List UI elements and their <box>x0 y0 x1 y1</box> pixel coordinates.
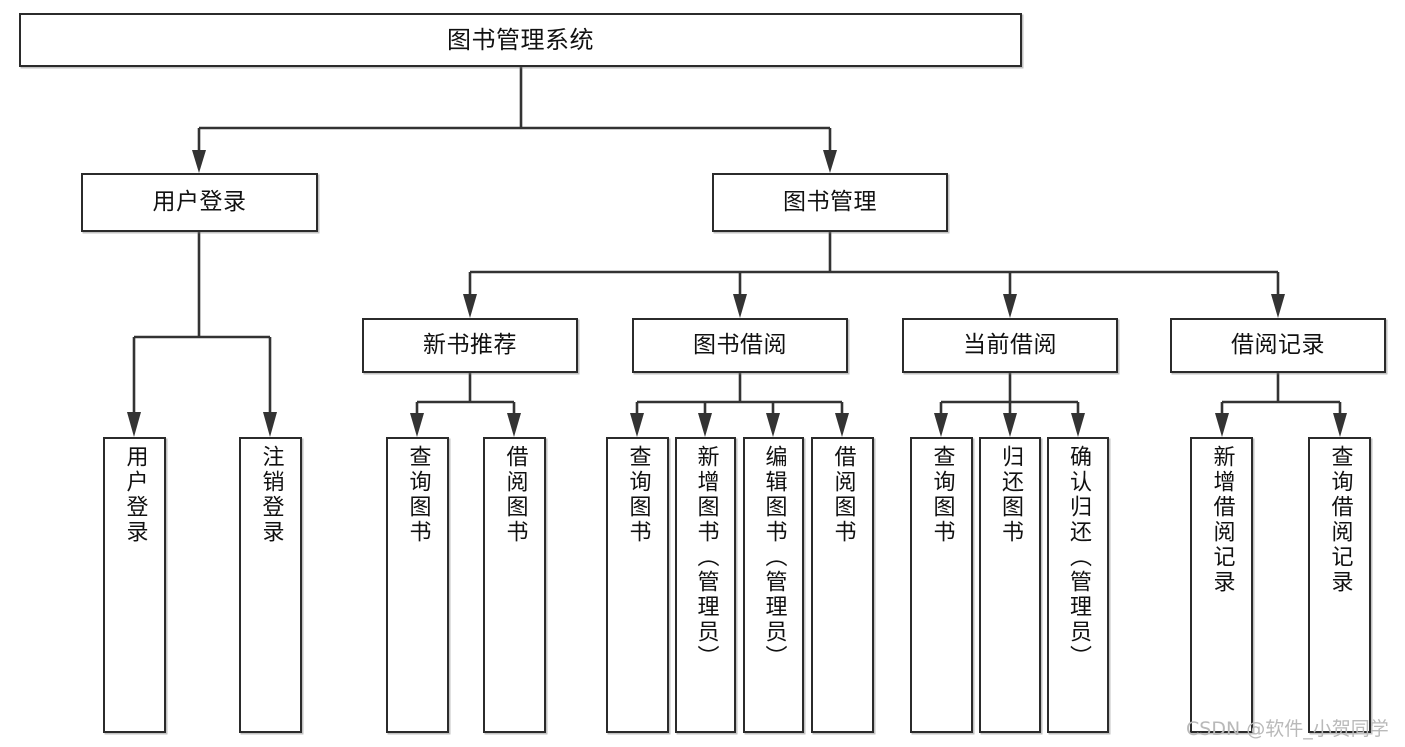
arrow-user-login-leaf-1 <box>127 412 141 437</box>
arrow-book-borrow-leaf-3 <box>766 413 780 437</box>
node-leaf-add-book-label: 新增图书（管理员） <box>693 445 719 670</box>
node-user-login[interactable]: 用户登录 <box>81 173 318 232</box>
node-leaf-borrow-book-label: 借阅图书 <box>830 445 856 545</box>
arrow-current-borrow-leaf-1 <box>934 413 948 437</box>
node-book-manage[interactable]: 图书管理 <box>712 173 948 232</box>
node-new-book-rec-label: 新书推荐 <box>423 331 517 358</box>
node-root[interactable]: 图书管理系统 <box>19 13 1022 67</box>
node-current-borrow[interactable]: 当前借阅 <box>902 318 1118 373</box>
node-leaf-edit-book-label: 编辑图书（管理员） <box>761 445 787 670</box>
node-borrow-record-label: 借阅记录 <box>1231 331 1325 358</box>
arrow-book-borrow-leaf-1 <box>630 413 644 437</box>
node-leaf-borrow-book-rec[interactable]: 借阅图书 <box>483 437 546 733</box>
node-current-borrow-label: 当前借阅 <box>963 331 1057 358</box>
node-leaf-borrow-book[interactable]: 借阅图书 <box>811 437 874 733</box>
arrow-current-borrow-leaf-2 <box>1003 413 1017 437</box>
arrow-book-manage-to-new-book-rec <box>463 294 477 318</box>
arrow-current-borrow-leaf-3 <box>1071 413 1085 437</box>
node-leaf-query-book-rec-label: 查询图书 <box>405 445 431 545</box>
node-leaf-add-record-label: 新增借阅记录 <box>1209 445 1235 595</box>
node-borrow-record[interactable]: 借阅记录 <box>1170 318 1386 373</box>
node-leaf-confirm-return-label: 确认归还（管理员） <box>1066 445 1091 670</box>
node-leaf-query-record-label: 查询借阅记录 <box>1327 445 1353 595</box>
arrow-book-manage-to-book-borrow <box>733 294 747 318</box>
arrow-book-manage-to-current-borrow <box>1003 294 1017 318</box>
node-root-label: 图书管理系统 <box>447 25 594 54</box>
node-book-borrow-label: 图书借阅 <box>693 331 787 358</box>
node-book-borrow[interactable]: 图书借阅 <box>632 318 848 373</box>
node-book-manage-label: 图书管理 <box>783 188 877 215</box>
node-leaf-return-book-label: 归还图书 <box>998 445 1023 545</box>
node-new-book-rec[interactable]: 新书推荐 <box>362 318 578 373</box>
arrow-new-book-rec-leaf-2 <box>507 413 521 437</box>
node-leaf-user-login-label: 用户登录 <box>122 445 148 545</box>
arrow-root-to-user-login <box>192 150 206 173</box>
node-leaf-edit-book[interactable]: 编辑图书（管理员） <box>743 437 804 733</box>
node-leaf-query-book-current-label: 查询图书 <box>929 445 955 545</box>
node-leaf-add-book[interactable]: 新增图书（管理员） <box>675 437 736 733</box>
arrow-book-borrow-leaf-2 <box>698 413 712 437</box>
arrow-book-manage-to-borrow-record <box>1271 294 1285 318</box>
node-leaf-return-book[interactable]: 归还图书 <box>979 437 1041 733</box>
arrow-new-book-rec-leaf-1 <box>410 413 424 437</box>
node-leaf-query-book-borrow[interactable]: 查询图书 <box>606 437 669 733</box>
node-user-login-label: 用户登录 <box>152 188 247 215</box>
arrow-borrow-record-leaf-2 <box>1333 413 1347 437</box>
node-leaf-user-login[interactable]: 用户登录 <box>103 437 166 733</box>
node-leaf-query-book-current[interactable]: 查询图书 <box>910 437 973 733</box>
node-leaf-query-book-borrow-label: 查询图书 <box>625 445 651 545</box>
arrow-book-borrow-leaf-4 <box>835 413 849 437</box>
arrow-root-to-book-manage <box>823 150 837 173</box>
csdn-watermark: CSDN @软件_小贺同学 <box>1186 718 1389 740</box>
node-leaf-add-record[interactable]: 新增借阅记录 <box>1190 437 1253 733</box>
node-leaf-user-logout[interactable]: 注销登录 <box>239 437 302 733</box>
node-leaf-borrow-book-rec-label: 借阅图书 <box>502 445 528 545</box>
arrow-borrow-record-leaf-1 <box>1215 413 1229 437</box>
node-leaf-query-record[interactable]: 查询借阅记录 <box>1308 437 1371 733</box>
node-leaf-confirm-return[interactable]: 确认归还（管理员） <box>1047 437 1109 733</box>
arrow-user-login-leaf-2 <box>263 412 277 437</box>
node-leaf-query-book-rec[interactable]: 查询图书 <box>386 437 449 733</box>
node-leaf-user-logout-label: 注销登录 <box>258 445 284 545</box>
